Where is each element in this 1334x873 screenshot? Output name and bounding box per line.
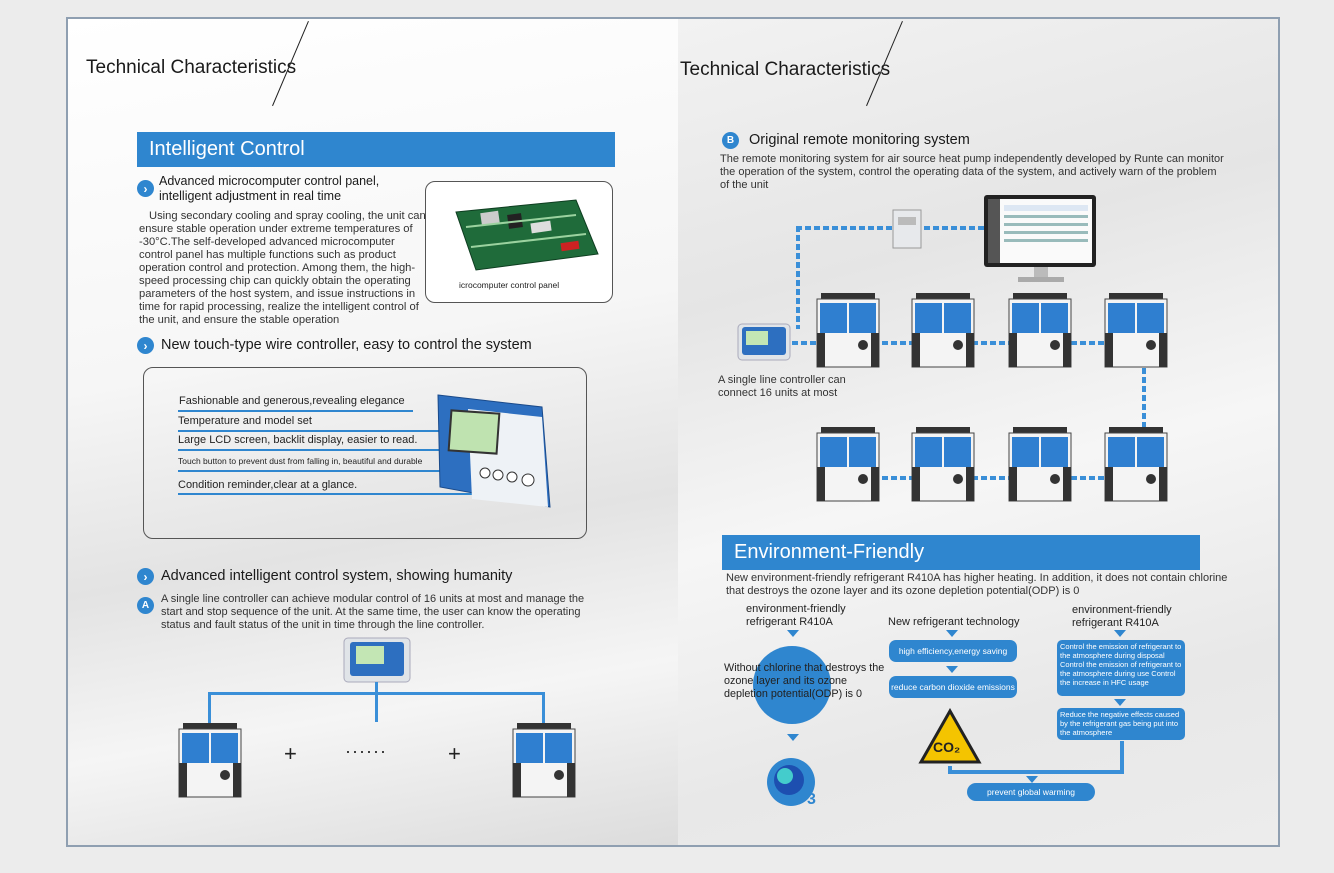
point-b-body: The remote monitoring system for air sou… <box>720 153 1224 191</box>
chevron-icon: › <box>137 568 154 585</box>
co2-label: CO₂ <box>933 739 960 755</box>
network-line <box>1142 359 1146 477</box>
heat-pump-unit <box>1104 427 1168 502</box>
chlorine-circle <box>753 646 831 724</box>
co2-warning-icon: CO₂ <box>918 708 982 764</box>
wire-vertical <box>208 692 211 728</box>
arrow-down-icon <box>946 666 958 673</box>
col1-label: environment-friendly refrigerant R410A <box>746 603 846 628</box>
control-panel-frame: icrocomputer control panel <box>425 181 613 303</box>
ellipsis: ······ <box>345 741 387 761</box>
feature3-title: Advanced intelligent control system, sho… <box>161 568 513 584</box>
heat-pump-unit <box>911 293 975 368</box>
controller-feature: Fashionable and generous,revealing elega… <box>179 395 405 407</box>
network-line <box>828 476 1144 480</box>
bottom-pill: prevent global warming <box>967 783 1095 801</box>
feature1-title: Advanced microcomputer control panel, in… <box>159 174 380 203</box>
gateway-icon <box>892 209 922 249</box>
arrow-down-icon <box>946 630 958 637</box>
left-header: Technical Characteristics <box>86 57 297 78</box>
col3-label: environment-friendly refrigerant R410A <box>1072 604 1172 629</box>
heat-pump-unit <box>512 723 576 798</box>
feature-line <box>178 410 413 412</box>
point-a-body: A single line controller can achieve mod… <box>161 593 585 631</box>
ozone-label: 3 <box>807 791 816 808</box>
arrow-down-icon <box>1114 699 1126 706</box>
heat-pump-unit <box>911 427 975 502</box>
heat-pump-unit <box>816 293 880 368</box>
heat-pump-unit <box>1008 293 1072 368</box>
feature-line <box>178 430 453 432</box>
controller-frame <box>143 367 587 539</box>
col2-pill1: high efficiency,energy saving <box>889 640 1017 662</box>
wire-vertical <box>542 692 545 728</box>
arrow-down-icon <box>787 630 799 637</box>
wire-vertical <box>375 682 378 722</box>
line-controller-icon <box>343 637 411 683</box>
col2-label: New refrigerant technology <box>888 616 1020 628</box>
col1-circle-text: Without chlorine that destroys the ozone… <box>724 662 885 700</box>
network-line <box>796 226 892 230</box>
arrow-down-icon <box>1026 776 1038 783</box>
feature1-body: Using secondary cooling and spray coolin… <box>139 210 426 326</box>
chevron-icon: › <box>137 337 154 354</box>
controller-feature: Condition reminder,clear at a glance. <box>178 479 358 491</box>
feature-line <box>178 449 448 451</box>
monitor-icon <box>984 195 1096 282</box>
right-header: Technical Characteristics <box>680 59 891 80</box>
bracket-line <box>948 766 952 772</box>
point-b-badge: B <box>722 132 739 149</box>
heat-pump-unit <box>816 427 880 502</box>
brochure-spread: Technical Characteristics Intelligent Co… <box>66 17 1280 847</box>
controller-feature: Temperature and model set <box>178 415 312 427</box>
control-board-icon <box>455 199 599 271</box>
bracket-line <box>948 770 1124 774</box>
line-controller-icon <box>737 323 791 361</box>
plus-sign: + <box>448 741 461 766</box>
network-line <box>924 226 984 230</box>
feature2-title: New touch-type wire controller, easy to … <box>161 337 532 353</box>
col3-box2: Reduce the negative effects caused by th… <box>1057 708 1185 740</box>
heat-pump-unit <box>178 723 242 798</box>
feature-line <box>178 470 443 472</box>
point-a-badge: A <box>137 597 154 614</box>
environment-body: New environment-friendly refrigerant R41… <box>726 572 1228 597</box>
intelligent-control-bar: Intelligent Control <box>137 132 615 167</box>
plus-sign: + <box>284 741 297 766</box>
point-b-title: Original remote monitoring system <box>749 132 970 148</box>
controller-feature: Touch button to prevent dust from fallin… <box>178 456 423 466</box>
bracket-line <box>1120 741 1124 774</box>
col2-pill2: reduce carbon dioxide emissions <box>889 676 1017 698</box>
arrow-down-icon <box>787 734 799 741</box>
environment-bar: Environment-Friendly <box>722 535 1200 570</box>
arrow-down-icon <box>1114 630 1126 637</box>
heat-pump-unit <box>1008 427 1072 502</box>
controller-feature: Large LCD screen, backlit display, easie… <box>178 434 418 446</box>
feature-line <box>178 493 508 495</box>
col3-box1: Control the emission of refrigerant to t… <box>1057 640 1185 696</box>
wire-controller-icon <box>437 394 551 508</box>
network-line <box>796 226 800 329</box>
panel-caption: icrocomputer control panel <box>459 280 560 290</box>
chevron-icon: › <box>137 180 154 197</box>
ozone-globe-icon: 3 <box>767 758 816 808</box>
heat-pump-unit <box>1104 293 1168 368</box>
single-line-caption: A single line controller can connect 16 … <box>718 374 846 399</box>
